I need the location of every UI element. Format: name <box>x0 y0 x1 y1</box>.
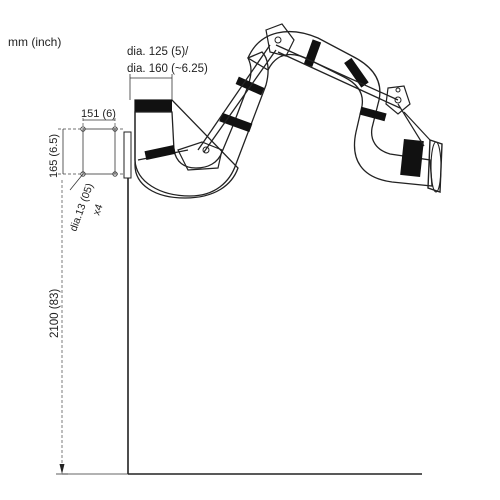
plate-height-label: 165 (6.5) <box>48 134 60 178</box>
elbow-joint <box>177 141 223 171</box>
strut-lower-band <box>144 144 176 161</box>
strut-arm-a <box>197 44 271 151</box>
mount-height-label: 2100 (83) <box>49 289 61 338</box>
hood-band <box>400 139 424 177</box>
hole-count-label: x4 <box>91 202 106 217</box>
strut-arm-b <box>203 49 277 153</box>
extraction-arm <box>134 23 443 199</box>
duct-band-top <box>135 100 172 112</box>
hose-band-5 <box>359 106 387 122</box>
hose-band-4 <box>344 57 369 88</box>
hose-band-3 <box>303 39 322 67</box>
mount-height-dimension <box>56 180 128 475</box>
strut-arm-f <box>403 111 431 141</box>
wall-bracket <box>123 131 132 179</box>
strut-arm-c <box>275 44 399 101</box>
duct-diameter-label-2: dia. 160 (~6.25) <box>127 63 208 75</box>
strut-arm-d <box>277 51 401 109</box>
plate-width-label: 151 (6) <box>81 108 116 120</box>
capture-hood <box>427 139 443 193</box>
duct-diameter-dimension <box>129 74 173 100</box>
wrist-joint <box>385 85 411 115</box>
duct-diameter-label-1: dia. 125 (5)/ <box>127 46 189 58</box>
unit-note: mm (inch) <box>8 35 61 49</box>
hood-opening <box>430 141 442 193</box>
mounting-plate-diagram <box>58 118 124 191</box>
upper-joint <box>265 23 295 57</box>
